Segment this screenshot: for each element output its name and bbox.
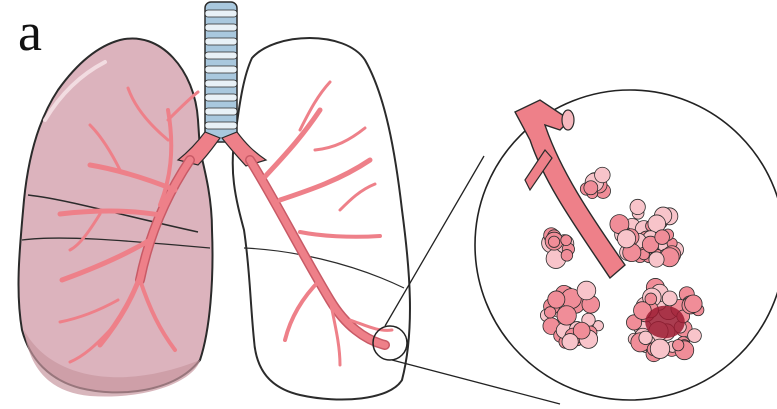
alveolus	[577, 281, 596, 300]
alveolus	[639, 331, 652, 344]
alveolus	[548, 291, 565, 308]
trachea-ring	[205, 122, 237, 129]
alveoli-magnified-view	[475, 90, 777, 400]
trachea-ring	[205, 38, 237, 45]
alveolus	[645, 293, 657, 305]
trachea-ring	[205, 52, 237, 59]
alveolus	[688, 329, 702, 343]
trachea-ring	[205, 108, 237, 115]
alveolus	[655, 230, 670, 245]
alveolus	[562, 334, 578, 350]
alveolus	[662, 291, 677, 306]
alveolus	[630, 199, 645, 214]
alveolus	[557, 306, 576, 325]
alveolus	[561, 235, 572, 246]
alveolus	[649, 252, 664, 267]
trachea-ring	[205, 94, 237, 101]
alveolus	[584, 181, 598, 195]
trachea-ring	[205, 24, 237, 31]
alveolus	[595, 167, 611, 183]
alveolus	[673, 339, 684, 350]
alveolus	[685, 295, 703, 313]
trachea-ring	[205, 66, 237, 73]
alveolus	[617, 230, 635, 248]
alveolus-core	[645, 306, 685, 338]
trachea-ring	[205, 10, 237, 17]
alveolus	[544, 307, 555, 318]
alveolus	[650, 339, 669, 358]
alveolus	[561, 250, 573, 262]
alveolus	[548, 236, 559, 247]
left-lung-outline	[18, 38, 212, 392]
trachea-ring	[205, 80, 237, 87]
left-lung	[18, 38, 212, 396]
